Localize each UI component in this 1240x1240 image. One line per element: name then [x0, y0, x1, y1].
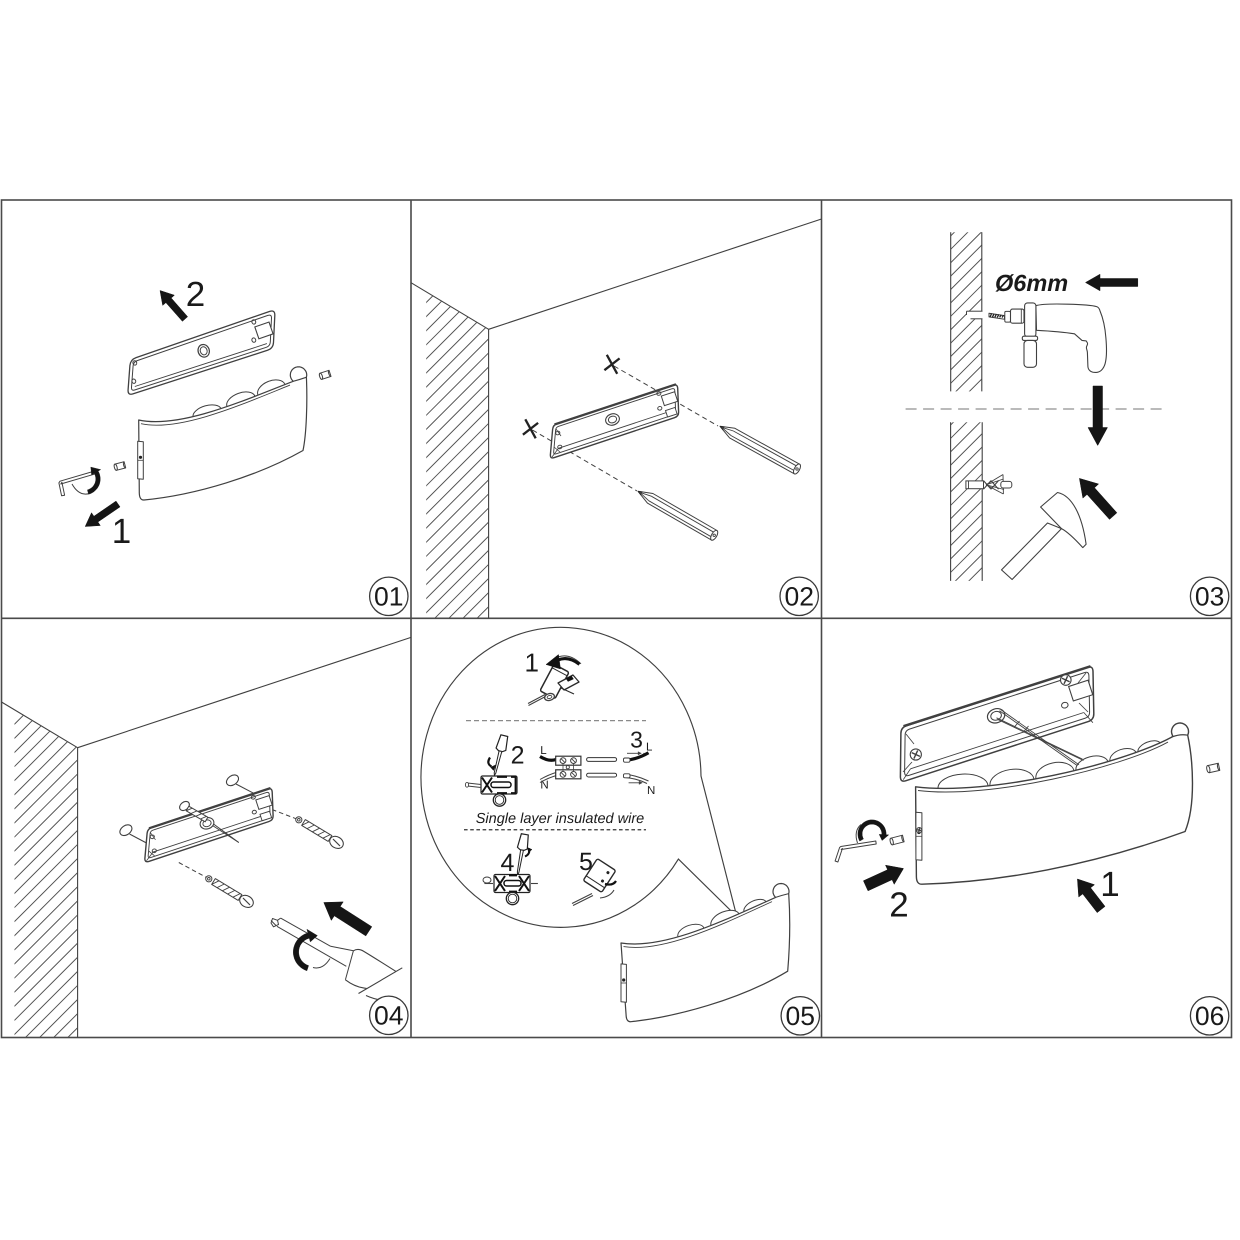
svg-text:1: 1 [112, 512, 131, 551]
svg-text:2: 2 [889, 885, 908, 924]
svg-text:N: N [540, 780, 548, 792]
svg-text:4: 4 [500, 849, 514, 877]
svg-text:L: L [646, 742, 653, 754]
svg-text:3: 3 [630, 726, 643, 752]
svg-text:2: 2 [186, 275, 205, 314]
svg-text:04: 04 [374, 1001, 403, 1031]
svg-text:01: 01 [374, 582, 403, 612]
svg-text:2: 2 [511, 742, 525, 770]
svg-text:05: 05 [786, 1001, 815, 1031]
svg-text:06: 06 [1195, 1001, 1224, 1031]
svg-text:5: 5 [579, 848, 593, 876]
svg-text:L: L [540, 745, 547, 757]
svg-text:Ø6mm: Ø6mm [995, 270, 1068, 296]
svg-text:03: 03 [1195, 582, 1224, 612]
svg-text:1: 1 [524, 648, 538, 678]
svg-text:N: N [647, 785, 655, 797]
svg-text:02: 02 [784, 582, 813, 612]
svg-text:Single layer insulated wire: Single layer insulated wire [476, 811, 644, 827]
svg-text:1: 1 [1100, 865, 1119, 904]
